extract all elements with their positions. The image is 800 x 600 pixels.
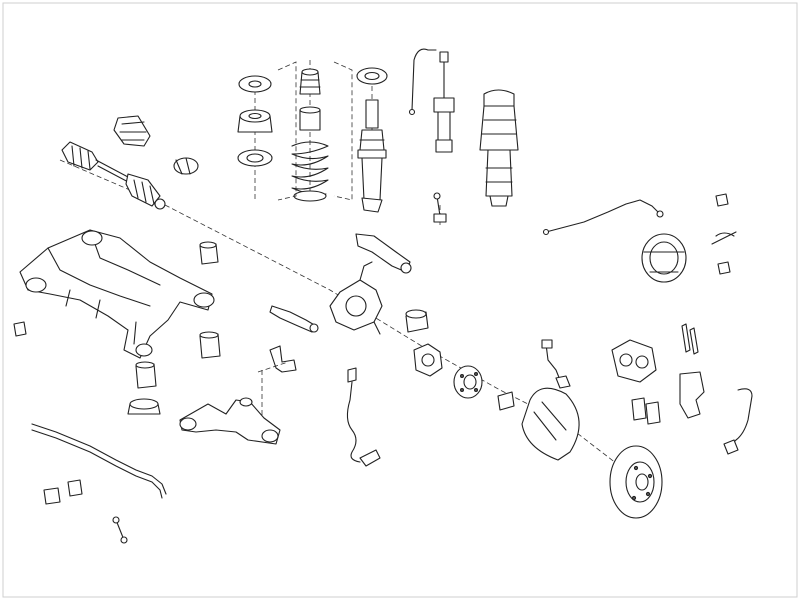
brake-caliper — [611, 339, 705, 419]
brake-disc — [521, 387, 663, 519]
handbrake-cable — [542, 199, 664, 236]
wear-sensor — [723, 388, 753, 455]
subassembly-brackets — [257, 61, 353, 373]
brake-hose — [541, 339, 571, 389]
top-mount — [127, 67, 388, 415]
brake-pads — [631, 323, 699, 425]
rear-subframe — [19, 229, 215, 359]
wheel-carrier — [329, 261, 383, 335]
abs-sensor — [346, 367, 381, 467]
electronic-damper — [408, 48, 455, 153]
bump-stop — [299, 68, 321, 131]
subframe-bushing — [13, 241, 515, 411]
air-spring — [479, 89, 519, 207]
drive-shaft — [61, 141, 166, 210]
coil-spring — [291, 141, 329, 202]
trailing-arm — [179, 397, 281, 445]
cv-boot-kit — [113, 115, 199, 175]
wheel-hub — [413, 343, 483, 399]
stabilizer-bar — [31, 423, 167, 544]
parking-brake-shoes — [641, 193, 737, 283]
shock-absorber — [357, 99, 387, 213]
